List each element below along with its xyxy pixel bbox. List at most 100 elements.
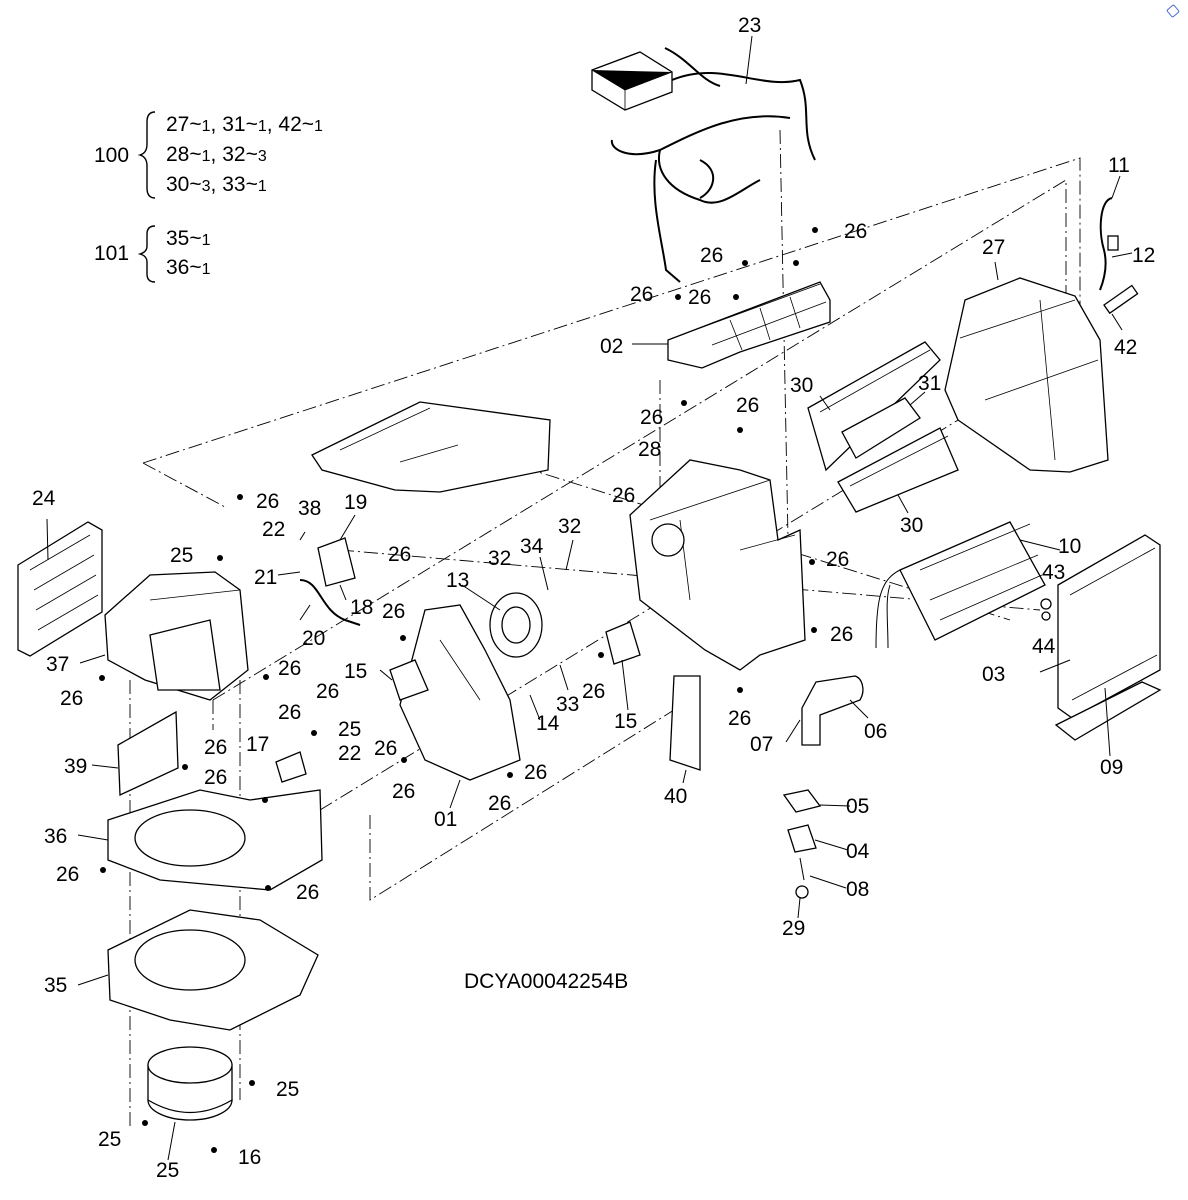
actuator-15-left xyxy=(389,659,429,701)
part-callout-label: 26 xyxy=(278,657,301,680)
part-callout-label: 26 xyxy=(640,406,663,429)
part-callout-label: 22 xyxy=(262,518,285,541)
actuator-17 xyxy=(275,751,307,783)
bolt-08 xyxy=(799,857,805,881)
part-callout-label: 26 xyxy=(844,220,867,243)
part-callout-label: 28 xyxy=(638,438,661,461)
heater-case-28 xyxy=(629,459,806,671)
part-callout-label: 30 xyxy=(790,374,813,397)
sensor-wire xyxy=(1099,197,1113,291)
part-callout-label: 14 xyxy=(536,712,560,735)
part-callout-label: 15 xyxy=(614,710,637,733)
part-qty: 1 xyxy=(201,148,211,165)
part-callout-label: 35 xyxy=(44,974,67,997)
part-callout-label: 13 xyxy=(446,569,469,592)
pipe-06 xyxy=(801,675,864,746)
part-callout-label: 37 xyxy=(46,653,69,676)
part-callout-label: 10 xyxy=(1058,535,1081,558)
part-callout-label: 26 xyxy=(256,490,279,513)
duct-02 xyxy=(667,281,831,369)
part-callout-label: 26 xyxy=(736,394,759,417)
part-callout-label: 25 xyxy=(276,1078,299,1101)
part-ref: 32 xyxy=(222,143,246,166)
part-callout-label: 26 xyxy=(56,863,79,886)
sensor-connector xyxy=(1107,235,1119,251)
brace-icon xyxy=(138,225,156,283)
part-callout-label: 27 xyxy=(982,236,1005,259)
o-ring-44 xyxy=(1041,611,1051,621)
plug-42 xyxy=(1103,284,1139,315)
part-callout-label: 26 xyxy=(392,780,415,803)
part-callout-label: 05 xyxy=(846,795,869,818)
part-callout-label: 21 xyxy=(254,566,277,589)
part-callout-label: 25 xyxy=(170,544,193,567)
part-ref: 30 xyxy=(166,173,190,196)
cable-20 xyxy=(299,579,361,626)
assembly-number: 101 xyxy=(94,242,130,265)
part-ref: 35 xyxy=(166,227,190,250)
part-callout-label: 06 xyxy=(864,720,887,743)
blower-motor-16 xyxy=(147,1046,233,1121)
part-ref: 42 xyxy=(278,113,302,136)
part-callout-label: 25 xyxy=(156,1159,179,1182)
part-qty: 1 xyxy=(257,118,267,135)
part-callout-label: 26 xyxy=(60,687,83,710)
part-callout-label: 03 xyxy=(982,663,1005,686)
intake-case xyxy=(104,571,249,701)
part-callout-label: 26 xyxy=(278,701,301,724)
part-callout-label: 42 xyxy=(1114,336,1137,359)
legend-row: 27~1, 31~1, 42~1 xyxy=(166,113,323,136)
part-callout-label: 26 xyxy=(630,283,653,306)
part-callout-label: 32 xyxy=(558,515,581,538)
part-callout-label: 17 xyxy=(246,733,269,756)
blower-case-35 xyxy=(107,909,319,1031)
fan-13 xyxy=(489,592,543,658)
part-callout-label: 09 xyxy=(1100,756,1123,779)
part-callout-label: 26 xyxy=(374,737,397,760)
part-callout-label: 26 xyxy=(830,623,853,646)
part-ref: 31 xyxy=(222,113,246,136)
part-callout-label: 25 xyxy=(338,718,361,741)
part-callout-label: 26 xyxy=(296,881,319,904)
part-callout-label: 26 xyxy=(488,792,511,815)
assembly-number: 100 xyxy=(94,144,130,167)
part-qty: 1 xyxy=(314,118,323,135)
part-ref: 33 xyxy=(222,173,246,196)
part-callout-label: 26 xyxy=(728,707,751,730)
part-qty: 1 xyxy=(257,178,267,195)
part-callout-label: 26 xyxy=(204,736,227,759)
part-callout-label: 25 xyxy=(98,1128,121,1151)
part-qty: 1 xyxy=(201,118,211,135)
duct-40 xyxy=(669,675,701,771)
upper-duct xyxy=(311,401,551,493)
o-ring-43 xyxy=(1040,598,1052,610)
part-qty: 1 xyxy=(201,261,211,278)
part-callout-label: 16 xyxy=(238,1146,261,1169)
legend-row: 30~3, 33~1 xyxy=(166,173,267,196)
part-callout-label: 02 xyxy=(600,335,623,358)
part-callout-label: 36 xyxy=(44,825,67,848)
part-callout-label: 18 xyxy=(350,596,373,619)
part-callout-label: 15 xyxy=(344,660,367,683)
part-ref: 28 xyxy=(166,143,190,166)
valve-04 xyxy=(787,824,817,853)
part-callout-label: 19 xyxy=(344,491,367,514)
upper-case-27 xyxy=(944,277,1109,473)
legend-row: 28~1, 32~3 xyxy=(166,143,267,166)
part-callout-label: 26 xyxy=(316,680,339,703)
part-callout-label: 08 xyxy=(846,878,869,901)
part-callout-label: 11 xyxy=(1108,154,1130,177)
filter-frame-24 xyxy=(17,521,103,657)
actuator-18 xyxy=(317,537,356,587)
part-callout-label: 12 xyxy=(1132,244,1155,267)
bracket-05 xyxy=(782,789,822,813)
part-callout-label: 24 xyxy=(32,487,56,510)
part-callout-label: 26 xyxy=(700,244,723,267)
part-ref: 27 xyxy=(166,113,190,136)
blower-case-36 xyxy=(107,789,323,891)
part-callout-label: 44 xyxy=(1032,635,1056,658)
part-qty: 3 xyxy=(201,178,211,195)
legend-row: 35~1 xyxy=(166,227,211,250)
